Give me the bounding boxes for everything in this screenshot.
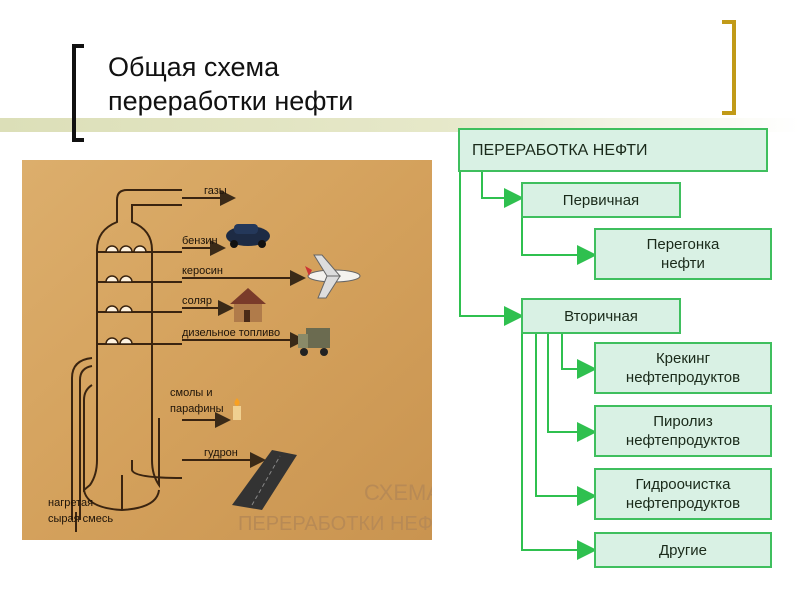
- label-feed-line1: нагретая: [48, 497, 93, 509]
- node-cracking: Крекинг нефтепродуктов: [594, 342, 772, 394]
- label-feed-line2: сырая смесь: [48, 513, 113, 525]
- node-distillation: Перегонка нефти: [594, 228, 772, 280]
- label-kerosene: керосин: [182, 265, 223, 277]
- watermark-line1: СХЕМА: [364, 480, 432, 505]
- node-distillation-line1: Перегонка: [646, 236, 720, 253]
- label-petrol: бензин: [182, 235, 218, 247]
- node-hydrotreating-line1: Гидроочистка: [635, 476, 731, 493]
- node-cracking-line1: Крекинг: [655, 350, 711, 367]
- label-solar: соляр: [182, 295, 212, 307]
- diagram-connectors: [459, 172, 597, 560]
- label-gases: газы: [204, 185, 227, 197]
- node-secondary: Вторичная: [521, 298, 681, 334]
- label-resins-line2: парафины: [170, 403, 224, 415]
- node-pyrolysis-line2: нефтепродуктов: [625, 432, 741, 449]
- node-hydrotreating: Гидроочистка нефтепродуктов: [594, 468, 772, 520]
- slide-title-line1: Общая схема: [108, 52, 280, 82]
- node-primary: Первичная: [521, 182, 681, 218]
- node-pyrolysis-line1: Пиролиз: [653, 413, 713, 430]
- slide-title-line2: переработки нефти: [108, 86, 354, 116]
- house-icon: [230, 288, 266, 322]
- asphalt-road-icon: [232, 450, 297, 510]
- node-pyrolysis: Пиролиз нефтепродуктов: [594, 405, 772, 457]
- label-tar: гудрон: [204, 447, 238, 459]
- candle-icon: [233, 398, 241, 420]
- label-resins-line1: смолы и: [170, 387, 212, 399]
- node-other: Другие: [594, 532, 772, 568]
- truck-icon: [298, 328, 330, 356]
- node-hydrotreating-line2: нефтепродуктов: [625, 495, 741, 512]
- label-diesel: дизельное топливо: [182, 327, 280, 339]
- node-oil-processing: ПЕРЕРАБОТКА НЕФТИ: [458, 128, 768, 172]
- right-bracket-decoration: [722, 20, 736, 115]
- left-bracket-decoration: [72, 44, 84, 142]
- node-distillation-line2: нефти: [661, 255, 705, 272]
- node-cracking-line2: нефтепродуктов: [625, 369, 741, 386]
- distillation-illustration: газы бензин керосин соляр дизельное топл…: [22, 160, 432, 540]
- slide-title: Общая схема переработки нефти: [108, 50, 353, 118]
- car-icon: [226, 224, 270, 248]
- airplane-icon: [305, 254, 361, 299]
- watermark-line2: ПЕРЕРАБОТКИ НЕФТИ: [238, 513, 432, 535]
